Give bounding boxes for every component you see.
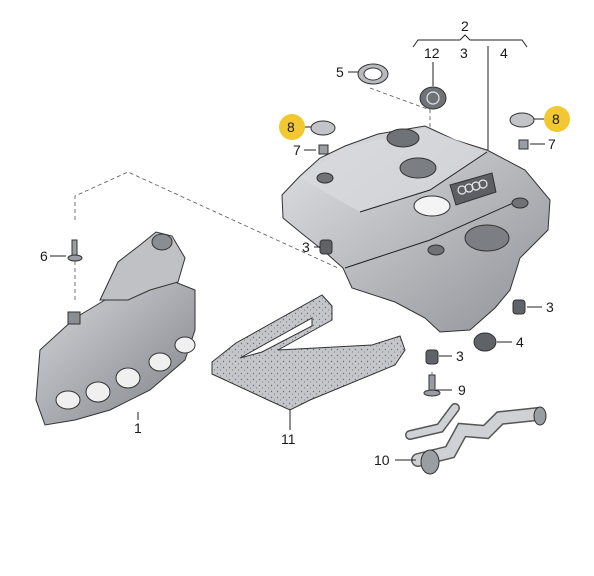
small-parts bbox=[67, 63, 535, 397]
coolant-pipe bbox=[405, 403, 547, 475]
foam-insulation bbox=[211, 294, 406, 411]
label-3-left: 3 bbox=[302, 239, 310, 255]
leader-lines bbox=[50, 34, 545, 461]
exhaust-manifold bbox=[35, 231, 196, 426]
rings-logo-icon bbox=[457, 179, 488, 195]
label-11: 11 bbox=[281, 431, 296, 447]
label-9: 9 bbox=[458, 382, 466, 398]
label-3-bottom: 3 bbox=[456, 348, 464, 364]
label-12: 12 bbox=[424, 45, 440, 61]
engine-cover bbox=[281, 125, 551, 333]
part-labels: 2 12 3 4 5 8 8 7 7 6 3 3 4 3 9 1 11 10 bbox=[40, 18, 560, 468]
label-5: 5 bbox=[336, 64, 344, 80]
label-3-top: 3 bbox=[460, 45, 468, 61]
label-7-right: 7 bbox=[548, 136, 556, 152]
label-1: 1 bbox=[134, 420, 142, 436]
label-3-right: 3 bbox=[546, 299, 554, 315]
label-2: 2 bbox=[461, 18, 469, 34]
label-4-top: 4 bbox=[500, 45, 508, 61]
label-8-left: 8 bbox=[287, 119, 295, 135]
highlight-marker-8-right bbox=[544, 106, 570, 132]
label-7-left: 7 bbox=[293, 142, 301, 158]
label-6: 6 bbox=[40, 248, 48, 264]
label-8-right: 8 bbox=[552, 111, 560, 127]
highlight-marker-8-left bbox=[279, 114, 305, 140]
label-10: 10 bbox=[374, 452, 390, 468]
label-4-bottom: 4 bbox=[516, 334, 524, 350]
